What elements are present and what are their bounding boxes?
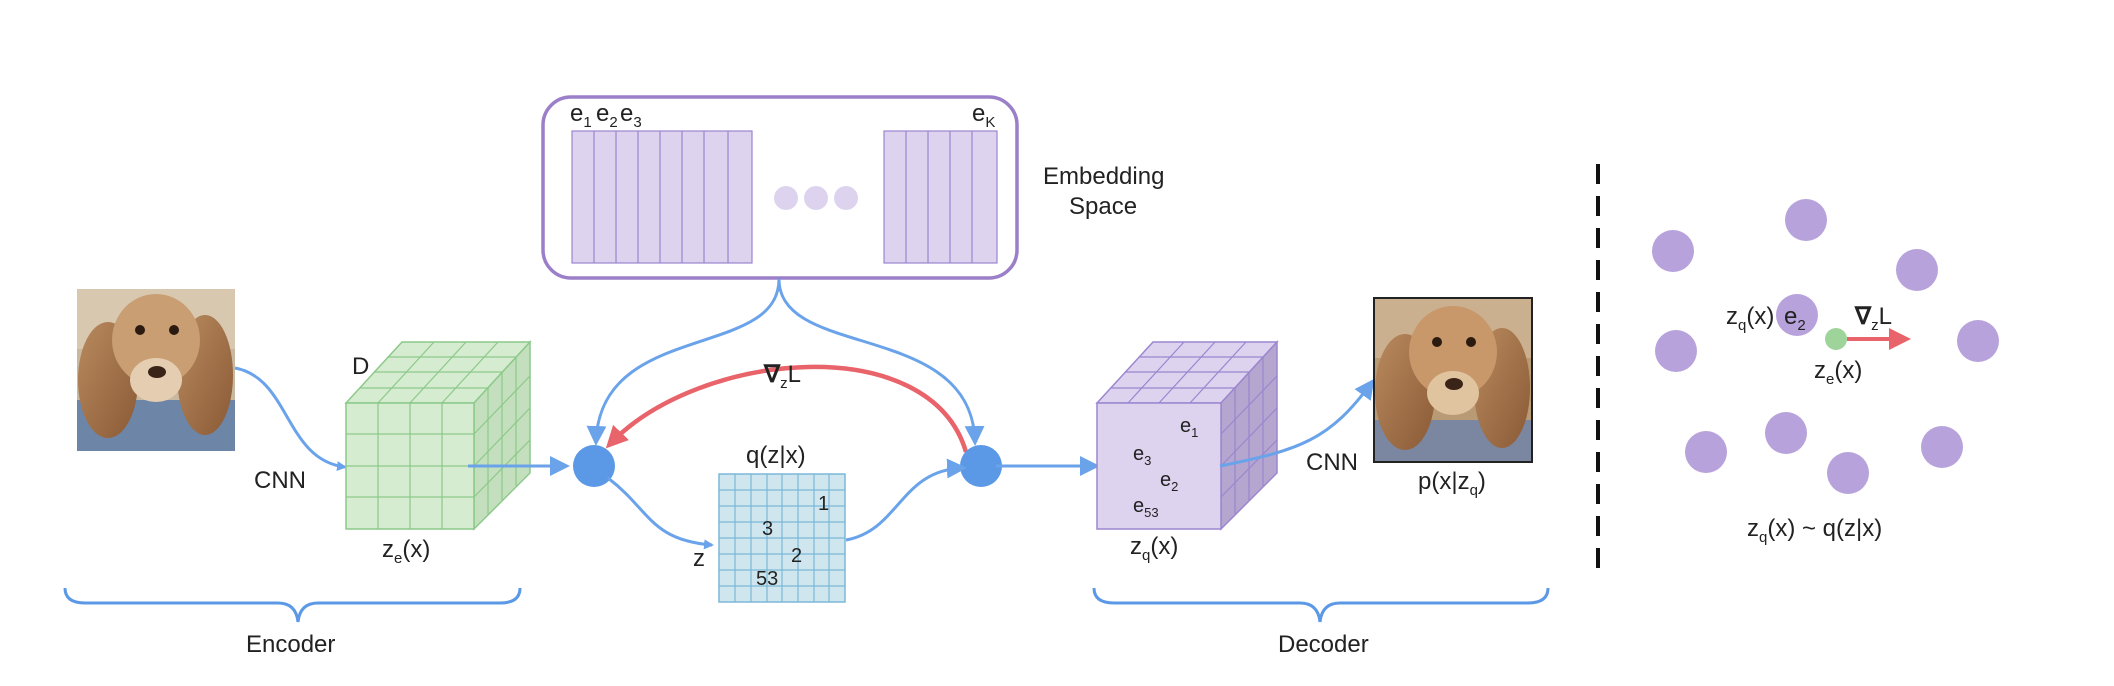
codebook-e3-label: e3 [620, 100, 642, 131]
encoder-cnn-arrow [234, 366, 347, 472]
decoder-input-cube [1095, 340, 1279, 531]
codebook-ek-label: eK [972, 100, 995, 131]
codebook-left-block [571, 130, 753, 264]
codebook-e1-label: e1 [570, 100, 592, 131]
decoder-e1-label: e1 [1180, 415, 1198, 440]
spaniel-photo-icon [77, 289, 235, 451]
z-to-node-arrow [845, 458, 967, 542]
decoder-e53-label: e53 [1133, 495, 1159, 520]
embedding-to-right-node-arrow [777, 278, 985, 446]
z-cell-1: 1 [818, 493, 829, 515]
ze-point-label: ze(x) [1814, 357, 1862, 388]
z-index-grid [718, 473, 846, 603]
spaniel-reconstruction-icon [1373, 297, 1533, 463]
decoder-e2-label: e2 [1160, 469, 1178, 494]
embedding-space-box [541, 95, 1019, 280]
zq-label: zq(x) [1130, 533, 1178, 564]
embedding-space-label-line2: Space [1069, 193, 1137, 220]
z-cell-53: 53 [756, 568, 778, 590]
output-likelihood-label: p(x|zq) [1418, 468, 1486, 499]
z-cell-3: 3 [762, 518, 773, 540]
decoder-e3-label: e3 [1133, 443, 1151, 468]
posterior-caption: zq(x) ~ q(z|x) [1747, 515, 1882, 546]
encoder-bracket [63, 587, 522, 623]
encoder-label: Encoder [246, 631, 335, 658]
decoder-cnn-label: CNN [1306, 449, 1358, 476]
gradient-arrow [605, 364, 969, 453]
embedding-space-label-line1: Embedding [1043, 163, 1164, 190]
gradient-label: ∇zL [763, 361, 801, 392]
right-gradient-label: ∇zL [1854, 303, 1892, 334]
left-node [573, 445, 615, 487]
codebook-e2-label: e2 [596, 100, 618, 131]
encoder-output-cube [344, 340, 532, 531]
depth-d-label: D [352, 353, 369, 380]
z-label: z [693, 545, 705, 572]
decoder-cnn-arrow [1219, 378, 1375, 468]
right-node [960, 445, 1002, 487]
e2-point-label: e2 [1784, 303, 1806, 334]
embedding-to-left-node-arrow [586, 278, 781, 446]
ze-label: ze(x) [382, 536, 430, 567]
decoder-bracket [1092, 587, 1550, 623]
qzx-label: q(z|x) [746, 442, 806, 469]
zq-point-label: zq(x) [1726, 303, 1774, 334]
codebook-ellipsis [774, 186, 858, 210]
encoder-cnn-label: CNN [254, 467, 306, 494]
node-to-z-arrow [607, 476, 714, 550]
codebook-right-block [883, 130, 998, 264]
encoder-output-point [1825, 328, 1847, 350]
z-cell-2: 2 [791, 545, 802, 567]
embedding-points [1652, 199, 1999, 494]
decoder-label: Decoder [1278, 631, 1369, 658]
